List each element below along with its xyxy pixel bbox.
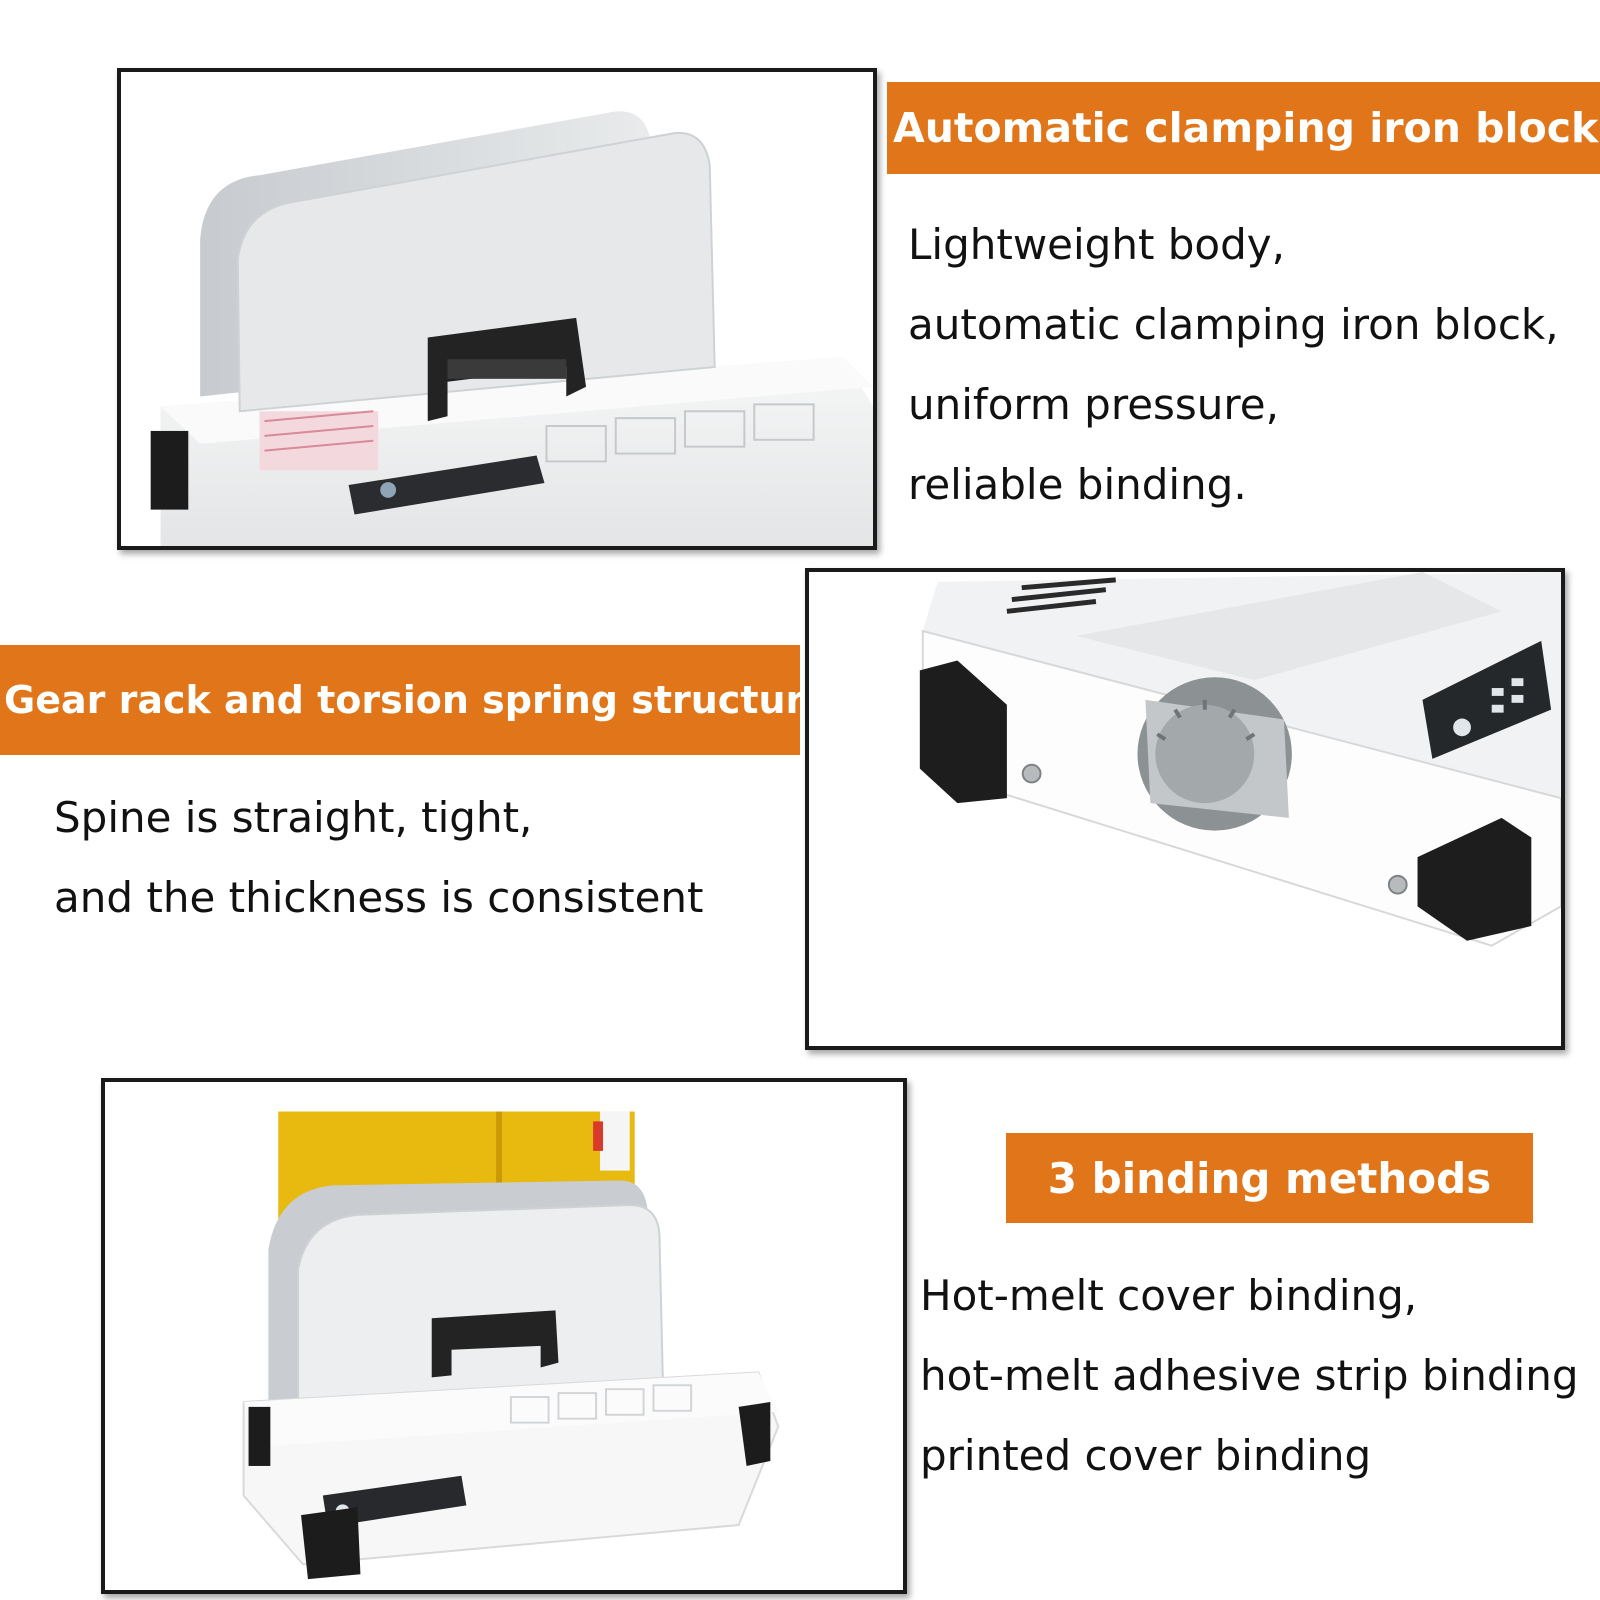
section-1-line: automatic clamping iron block, [908, 300, 1559, 349]
section-1-heading: Automatic clamping iron block [887, 82, 1600, 174]
section-1-heading-text: Automatic clamping iron block [893, 104, 1599, 152]
section-1-description: Lightweight body, automatic clamping iro… [908, 205, 1559, 525]
section-2-heading-text: Gear rack and torsion spring structure [4, 678, 831, 722]
section-3-line: hot-melt adhesive strip binding [920, 1351, 1579, 1400]
section-1-line: Lightweight body, [908, 220, 1285, 269]
section-3-line: Hot-melt cover binding, [920, 1271, 1418, 1320]
section-2-heading: Gear rack and torsion spring structure [0, 645, 830, 755]
section-3-description: Hot-melt cover binding, hot-melt adhesiv… [920, 1256, 1579, 1496]
section-2-description: Spine is straight, tight, and the thickn… [54, 778, 704, 938]
section-2-line: and the thickness is consistent [54, 873, 704, 922]
section-1-line: reliable binding. [908, 460, 1247, 509]
binding-machine-with-cover-illustration [242, 1111, 780, 1580]
section-3-heading-text: 3 binding methods [1047, 1153, 1492, 1203]
section-3-line: printed cover binding [920, 1431, 1372, 1480]
product-photo-binding-methods [101, 1078, 907, 1594]
binding-machine-illustration [150, 111, 873, 546]
section-3-heading: 3 binding methods [1006, 1133, 1533, 1223]
product-photo-clamping-block [117, 68, 877, 550]
product-photo-gear-rack [805, 568, 1565, 1050]
section-1-line: uniform pressure, [908, 380, 1279, 429]
gear-mechanism-illustration [919, 572, 1561, 947]
section-2-line: Spine is straight, tight, [54, 793, 533, 842]
